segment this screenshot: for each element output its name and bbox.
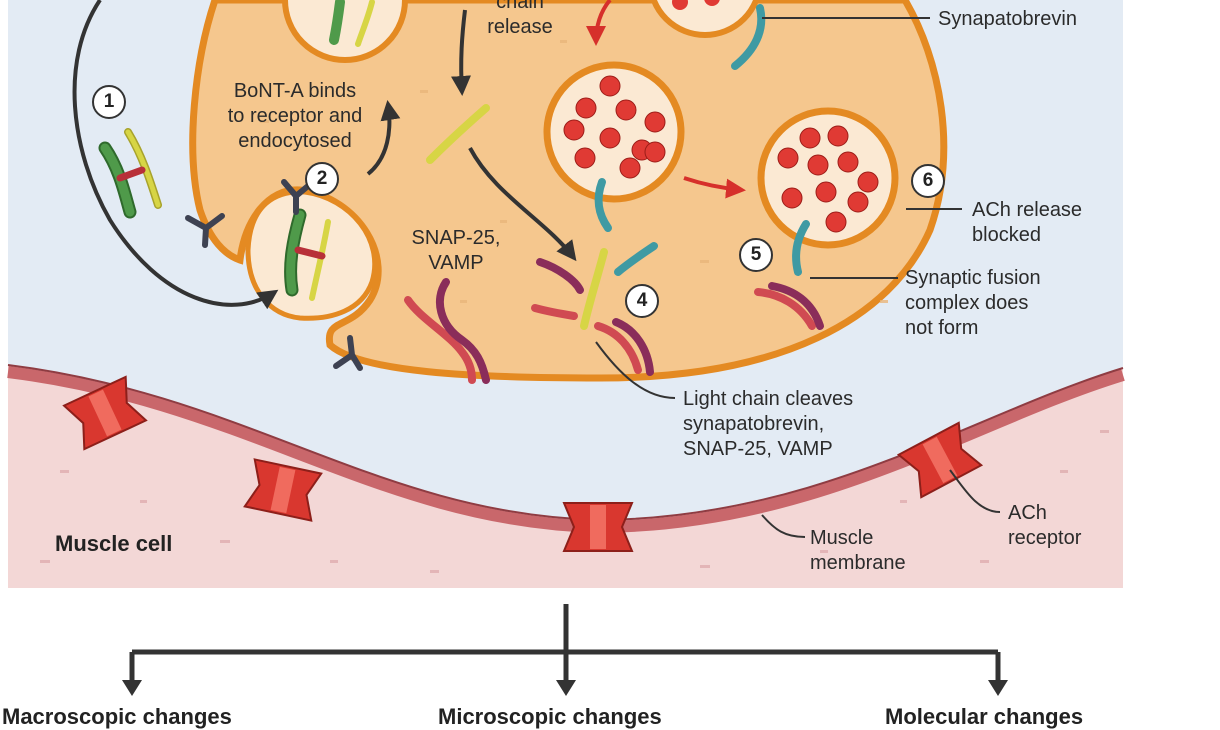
synaptobrevin-strands: [594, 4, 810, 276]
ach-receptor-4: [896, 421, 984, 499]
label-snap25-vamp: SNAP-25,VAMP: [411, 227, 501, 274]
ach-receptor-1: [62, 375, 148, 451]
step-badge-1: 1: [92, 85, 126, 119]
arrow-endocytosis: [366, 100, 401, 176]
snare-cleaved: [531, 242, 658, 376]
arrow-vesicle-right: [683, 176, 746, 199]
arrow-vesicle-top: [586, 0, 612, 46]
ach-molecules: [563, 75, 879, 233]
receptor-y-3: [333, 335, 363, 371]
step-badge-6: 6: [911, 164, 945, 198]
ach-receptor-2: [243, 458, 323, 522]
connector-tree: [129, 604, 1001, 684]
toxin-endocytosed: [284, 208, 331, 301]
label-synaptobrevin: Synapatobrevin: [938, 8, 1077, 30]
arrow-chain-release: [451, 9, 471, 96]
arrow-cleave: [468, 147, 577, 262]
snare-right: [754, 282, 824, 330]
arrow-entry: [72, 0, 279, 310]
receptor-y-1: [185, 213, 225, 248]
toxin-top-vesicle: [329, 0, 375, 47]
connector-arrowheads: [122, 680, 1008, 696]
toxin-extracellular: [98, 128, 162, 219]
heading-macroscopic: Macroscopic changes: [2, 704, 232, 729]
heading-molecular: Molecular changes: [885, 704, 1084, 729]
muscle-texture: [40, 430, 1109, 573]
muscle-cell: [8, 365, 1123, 588]
receptor-y-2: [281, 179, 311, 215]
step-badge-4: 4: [625, 284, 659, 318]
leader-lines: [595, 17, 1001, 538]
snare-left: [404, 278, 490, 384]
nerve-terminal: [189, 0, 948, 382]
light-chain-cleaving: [580, 248, 608, 330]
step-badge-2: 2: [305, 162, 339, 196]
label-muscle-cell: Muscle cell: [55, 531, 173, 556]
ach-receptor-3: [562, 502, 634, 552]
top-vesicle-left: [282, 0, 408, 63]
heading-microscopic: Microscopic changes: [438, 704, 662, 729]
step-badge-5: 5: [739, 238, 773, 272]
light-chain-free: [426, 104, 490, 164]
